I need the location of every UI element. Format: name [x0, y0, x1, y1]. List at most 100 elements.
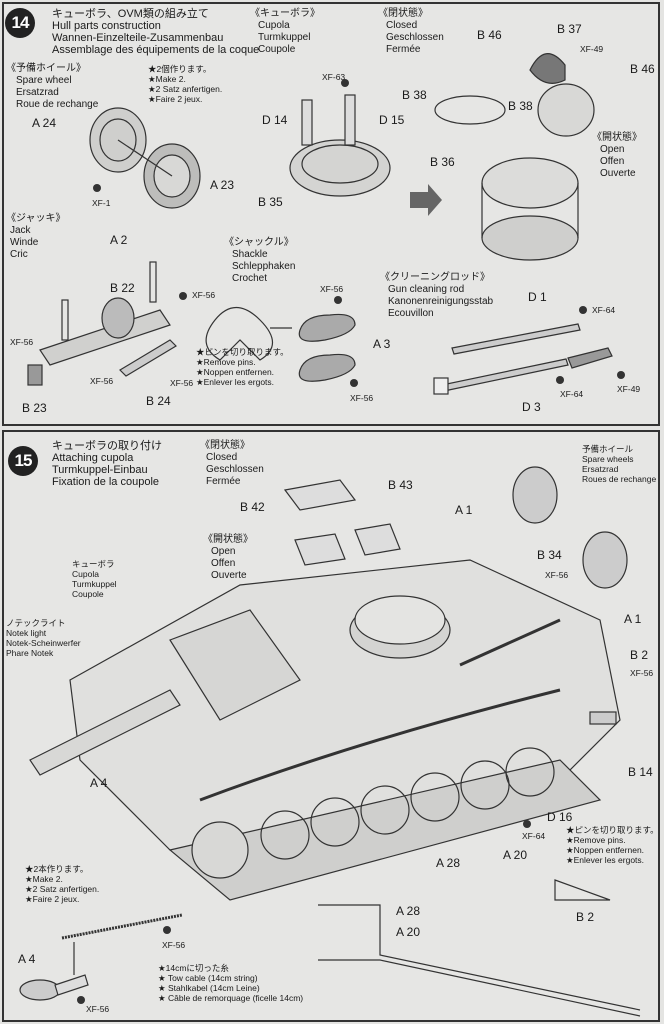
closed-jp: 《閉状態》 [200, 440, 250, 451]
jack-fr: Cric [10, 249, 28, 260]
paint-drop-icon [341, 79, 349, 87]
part-label: B 42 [240, 500, 265, 514]
remove-pins-note: ★ピンを切り取ります。 ★Remove pins. ★Noppen entfer… [566, 825, 659, 865]
make2-en: ★Make 2. [25, 874, 63, 884]
tow-cable-fr: ★ Câble de remorquage (ficelle 14cm) [158, 993, 304, 1003]
part-label: A 24 [32, 116, 57, 130]
paint-drop-icon [579, 306, 587, 314]
part-label: A 4 [90, 776, 108, 790]
part-label: B 14 [628, 765, 653, 779]
make2-en: ★Make 2. [148, 74, 186, 84]
paint-drop-icon [556, 376, 564, 384]
open-label: 《開状態》 Open Offen Ouverte [203, 534, 253, 582]
paint-drop-icon [93, 184, 101, 192]
cleaning-rod-de: Kanonenreinigungsstab [388, 296, 494, 307]
make2-de: ★2 Satz anfertigen. [25, 884, 100, 894]
notek-fr: Phare Notek [6, 648, 54, 658]
open-en: Open [600, 144, 625, 155]
open-de: Offen [600, 156, 625, 167]
notek-de: Notek-Scheinwerfer [6, 638, 81, 648]
part-label: B 24 [146, 394, 171, 408]
cupola-label: 《キューボラ》 Cupola Turmkuppel Coupole [250, 8, 320, 56]
shackle-drawing [205, 306, 356, 382]
remove-pins-fr: ★Enlever les ergots. [196, 377, 275, 387]
paint-markers [77, 79, 625, 1004]
paint-code: XF-64 [592, 305, 616, 315]
paint-code: XF-56 [86, 1004, 110, 1014]
notek-label: ノテックライト Notek light Notek-Scheinwerfer P… [6, 618, 81, 658]
open-label: 《開状態》 Open Offen Ouverte [592, 132, 642, 180]
make2-jp: ★2本作ります。 [25, 864, 89, 874]
cleaning-rod-drawing [433, 323, 613, 395]
notek-en: Notek light [6, 628, 47, 638]
part-label: B 2 [576, 910, 595, 924]
paint-drop-icon [617, 371, 625, 379]
step-number: 14 [5, 8, 35, 38]
title-jp: キューボラ、OVM類の組み立て [52, 8, 209, 20]
part-label: B 37 [557, 22, 582, 36]
open-fr: Ouverte [211, 570, 247, 581]
spare-wheels-fr: Roues de rechange [582, 474, 657, 484]
title-fr: Assemblage des équipements de la coque [52, 44, 260, 56]
part-label: A 3 [373, 337, 391, 351]
tank-hull-drawing [29, 466, 628, 901]
closed-de: Geschlossen [206, 464, 264, 475]
part-label: D 3 [522, 400, 541, 414]
open-jp: 《開状態》 [203, 534, 253, 545]
shackle-jp: 《シャックル》 [224, 237, 294, 248]
paint-drop-icon [350, 379, 358, 387]
title-en: Attaching cupola [52, 452, 134, 464]
title-en: Hull parts construction [52, 20, 161, 32]
remove-pins-fr: ★Enlever les ergots. [566, 855, 645, 865]
paint-code: XF-56 [320, 284, 344, 294]
step-title: キューボラの取り付け Attaching cupola Turmkuppel-E… [52, 440, 162, 488]
part-label: D 14 [262, 113, 288, 127]
paint-code: XF-63 [322, 72, 346, 82]
arrow-icon [410, 184, 442, 216]
spare-wheel-drawing [89, 107, 201, 209]
spare-wheel-en: Spare wheel [16, 75, 72, 86]
tow-cable-drawing [19, 913, 183, 1001]
paint-code: XF-56 [192, 290, 216, 300]
spare-wheel-label: 《予備ホイール》 Spare wheel Ersatzrad Roue de r… [6, 63, 98, 111]
part-label: A 2 [110, 233, 128, 247]
paint-code: XF-56 [10, 337, 34, 347]
cupola-fr: Coupole [258, 44, 296, 55]
make2-jp: ★2個作ります。 [148, 64, 212, 74]
open-jp: 《開状態》 [592, 132, 642, 143]
remove-pins-en: ★Remove pins. [566, 835, 626, 845]
make2-de: ★2 Satz anfertigen. [148, 84, 223, 94]
jack-jp: 《ジャッキ》 [6, 213, 66, 224]
make-2-note: ★2個作ります。 ★Make 2. ★2 Satz anfertigen. ★F… [148, 64, 222, 104]
remove-pins-note: ★ピンを切り取ります。 ★Remove pins. ★Noppen entfer… [196, 347, 289, 387]
paint-code: XF-56 [170, 378, 194, 388]
closed-en: Closed [206, 452, 238, 463]
part-label: B 46 [630, 62, 655, 76]
part-label: B 35 [258, 195, 283, 209]
make-2-note: ★2本作ります。 ★Make 2. ★2 Satz anfertigen. ★F… [25, 864, 99, 904]
step-number: 15 [8, 446, 38, 476]
part-label: D 15 [379, 113, 405, 127]
closed-fr: Fermée [206, 476, 241, 487]
paint-drop-icon [77, 996, 85, 1004]
part-label: A 1 [624, 612, 642, 626]
paint-code: XF-56 [630, 668, 654, 678]
part-label: A 1 [455, 503, 473, 517]
remove-pins-de: ★Noppen entfernen. [566, 845, 645, 855]
part-label: A 4 [18, 952, 36, 966]
tow-cable-de: ★ Stahlkabel (14cm Leine) [158, 983, 260, 993]
part-label: A 28 [396, 904, 421, 918]
remove-pins-jp: ★ピンを切り取ります。 [566, 825, 659, 835]
part-label: A 23 [210, 178, 235, 192]
spare-wheel-de: Ersatzrad [16, 87, 59, 98]
closed-label: 《閉状態》 Closed Geschlossen Fermée [200, 440, 264, 488]
spare-wheel-jp: 《予備ホイール》 [6, 63, 86, 74]
notek-jp: ノテックライト [6, 618, 66, 628]
make2-fr: ★Faire 2 jeux. [25, 894, 80, 904]
paint-drop-icon [163, 926, 171, 934]
closed-jp: 《閉状態》 [378, 8, 428, 19]
cupola-de: Turmkuppel [72, 579, 117, 589]
spare-wheels-de: Ersatzrad [582, 464, 619, 474]
shackle-fr: Crochet [232, 273, 268, 284]
